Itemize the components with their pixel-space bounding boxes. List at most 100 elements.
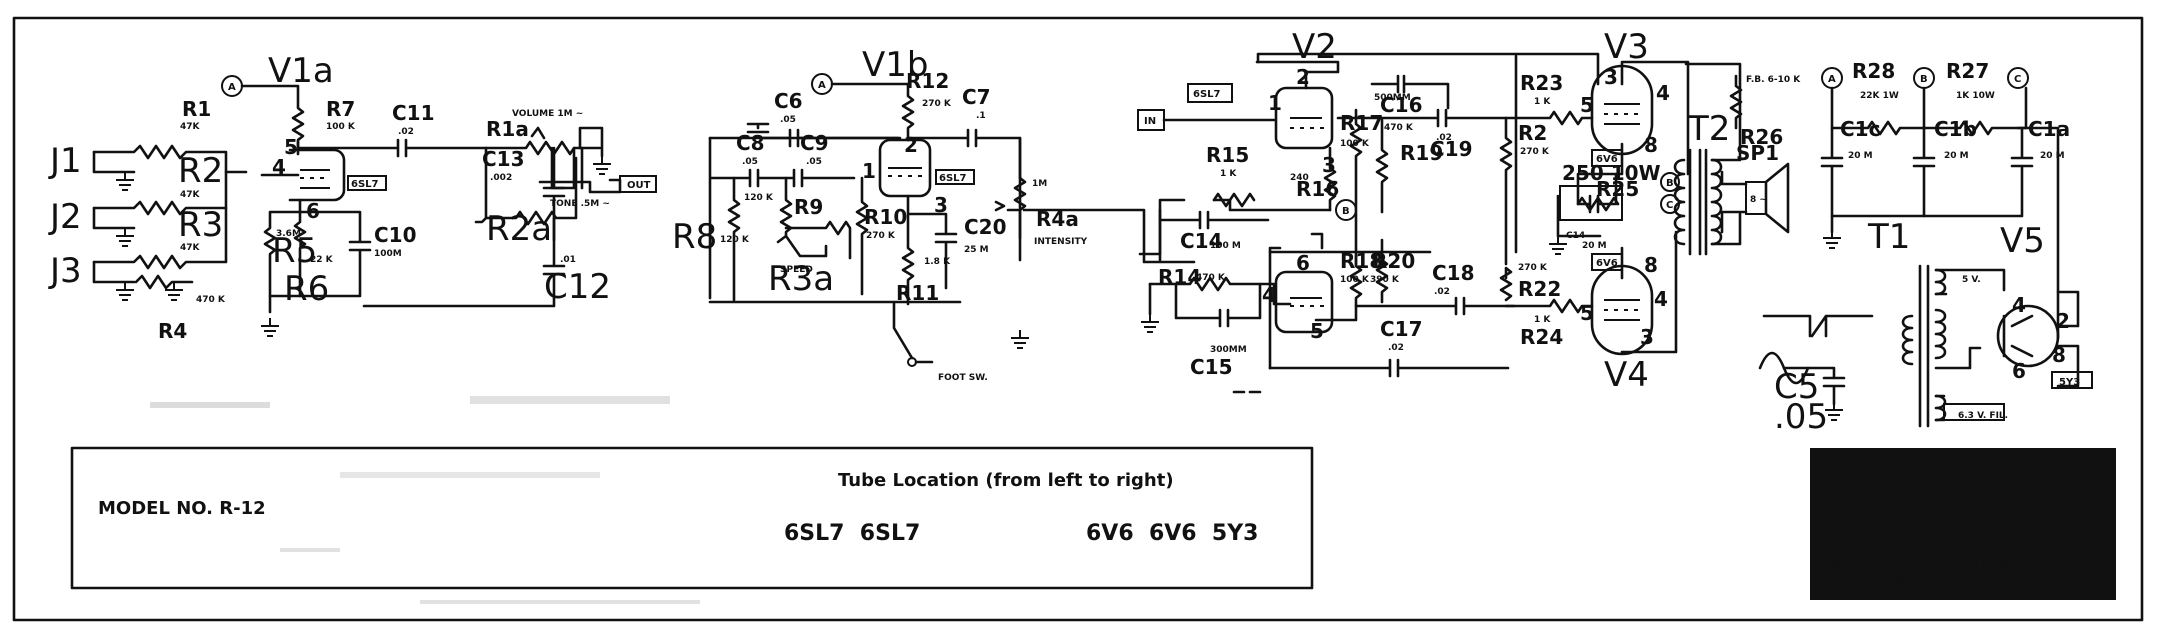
r19-label: R19 bbox=[1400, 141, 1443, 165]
t2-label: T2 bbox=[1687, 109, 1730, 149]
tube-tag-3 bbox=[1187, 83, 1233, 103]
jack-j2-label: J2 bbox=[48, 197, 82, 237]
tone-label: TONE .5M ~ bbox=[550, 199, 610, 209]
r15-value: 1 K bbox=[1220, 169, 1237, 179]
r20-value: 390 K bbox=[1370, 275, 1400, 285]
c1b-value: 20 M bbox=[1944, 151, 1969, 161]
r22-label: R22 bbox=[1518, 277, 1561, 301]
r5-label: R5 bbox=[272, 231, 317, 271]
r9-label: R9 bbox=[794, 195, 823, 219]
c1c-value: 20 M bbox=[1848, 151, 1873, 161]
v5-envelope bbox=[1996, 304, 2060, 368]
v5-pin4: 4 bbox=[2012, 293, 2026, 317]
r4-label: R4 bbox=[158, 319, 187, 343]
input-jacks: J1 J2 J3 bbox=[48, 141, 248, 301]
tube-tag-1 bbox=[347, 175, 387, 191]
tube-tag-3-text: 6SL7 bbox=[1193, 89, 1221, 100]
v5-pin6: 6 bbox=[2012, 359, 2026, 383]
r7-value: 100 K bbox=[326, 122, 356, 132]
t1-fil-box bbox=[1943, 403, 2005, 421]
r24-value: 1 K bbox=[1534, 315, 1551, 325]
v2-pin5: 5 bbox=[1310, 319, 1324, 343]
r4-value: 470 K bbox=[196, 295, 226, 305]
c19-label: C19 bbox=[1430, 137, 1473, 161]
c13-label: C13 bbox=[482, 147, 525, 171]
c6-label: C6 bbox=[774, 89, 803, 113]
r2a-label: R2a bbox=[486, 209, 552, 249]
tube-location-heading: Tube Location (from left to right) bbox=[838, 470, 1174, 491]
r14-label: R14 bbox=[1158, 265, 1201, 289]
c16-label: C16 bbox=[1380, 93, 1423, 117]
c9-label: C9 bbox=[800, 131, 829, 155]
c18-label: C18 bbox=[1432, 261, 1475, 285]
tube-tag-6 bbox=[2051, 371, 2093, 389]
print-speckle bbox=[150, 396, 700, 604]
jack-j3-label: J3 bbox=[48, 251, 82, 291]
node-a-label: A bbox=[228, 82, 236, 93]
model-number: MODEL NO. R-12 bbox=[98, 498, 266, 519]
v4-pin4: 4 bbox=[1654, 287, 1668, 311]
node-b-label: B bbox=[1342, 206, 1350, 217]
v1a-pin5: 5 bbox=[284, 135, 298, 159]
ampeg-logo-plate: THE Ampeg CO., INC. INDUSTRIAL PARK, LIN… bbox=[1810, 448, 2116, 600]
c8-value: .05 bbox=[742, 157, 758, 167]
tube-tag-2-text: 6SL7 bbox=[939, 173, 967, 184]
c1c-label: C1c bbox=[1840, 117, 1880, 141]
t1-fil-label: 6.3 V. FIL. bbox=[1958, 411, 2008, 421]
r6-label: R6 bbox=[284, 269, 329, 309]
c5-label: C5 bbox=[1774, 367, 1819, 407]
r2b-label: R2 bbox=[1518, 121, 1547, 145]
node-a3-label: A bbox=[1828, 74, 1836, 85]
c20-value: 25 M bbox=[964, 245, 989, 255]
c1a-label: C1a bbox=[2028, 117, 2070, 141]
tube-tag-4-text: 6V6 bbox=[1596, 154, 1618, 165]
v1b-stage: V1b A R12 270 K C7 .1 6SL7 2 1 3 C6 .05 … bbox=[672, 45, 1196, 383]
v3-pin4: 4 bbox=[1656, 81, 1670, 105]
c10-value: 100M bbox=[374, 249, 402, 259]
foot-switch-label: FOOT SW. bbox=[938, 373, 988, 383]
v4-pin3: 3 bbox=[1640, 325, 1654, 349]
r4a-1m-label: 1M bbox=[1032, 179, 1047, 189]
r3a-label: R3a bbox=[768, 259, 834, 299]
logo-the: THE bbox=[1945, 459, 1970, 473]
r14-value: 470 K bbox=[1196, 273, 1226, 283]
sp1-label: SP1 bbox=[1736, 141, 1779, 165]
r28-label: R28 bbox=[1852, 59, 1895, 83]
speed-label: SPEED bbox=[780, 265, 813, 275]
c7-label: C7 bbox=[962, 85, 991, 109]
tube-tag-1-text: 6SL7 bbox=[351, 179, 379, 190]
r18-value: 100 K bbox=[1340, 275, 1370, 285]
r27-value: 1K 10W bbox=[1956, 91, 1995, 101]
c5-value: .05 bbox=[1774, 397, 1828, 437]
node-b2-marker bbox=[1660, 172, 1680, 192]
c1b-label: C1b bbox=[1934, 117, 1977, 141]
tube-tag-6-text: 5Y3 bbox=[2059, 377, 2080, 388]
v4-pin8: 8 bbox=[1644, 253, 1658, 277]
c15-label: C15 bbox=[1190, 355, 1233, 379]
jack-j1-label: J1 bbox=[48, 141, 82, 181]
v2-pin6: 6 bbox=[1296, 251, 1310, 275]
c12-value: .01 bbox=[560, 255, 576, 265]
r10-value: 270 K bbox=[866, 231, 896, 241]
title-block bbox=[70, 446, 1314, 590]
v4-pin5: 5 bbox=[1580, 301, 1594, 325]
r19-value: 470 K bbox=[1384, 123, 1414, 133]
r25-label: R25 bbox=[1596, 177, 1639, 201]
c20-label: C20 bbox=[964, 215, 1007, 239]
v3-pin3: 3 bbox=[1604, 65, 1618, 89]
r17-value: 100 K bbox=[1340, 139, 1370, 149]
node-c3-label: C bbox=[2014, 74, 2021, 85]
intensity-label: INTENSITY bbox=[1034, 237, 1088, 247]
c17-value: .02 bbox=[1388, 343, 1404, 353]
r12-value: 270 K bbox=[922, 99, 952, 109]
v5-pin8: 8 bbox=[2052, 343, 2066, 367]
out-tag-box bbox=[619, 175, 657, 193]
tube-tag-5-text: 6V6 bbox=[1596, 258, 1618, 269]
in-tag-text: IN bbox=[1144, 116, 1156, 127]
c12-label: C12 bbox=[544, 267, 611, 307]
c15-value: 300MM bbox=[1210, 345, 1247, 355]
v3-label: V3 bbox=[1604, 27, 1649, 67]
c10-label: C10 bbox=[374, 223, 417, 247]
c17-label: C17 bbox=[1380, 317, 1423, 341]
volume-label: VOLUME 1M ~ bbox=[512, 109, 583, 119]
